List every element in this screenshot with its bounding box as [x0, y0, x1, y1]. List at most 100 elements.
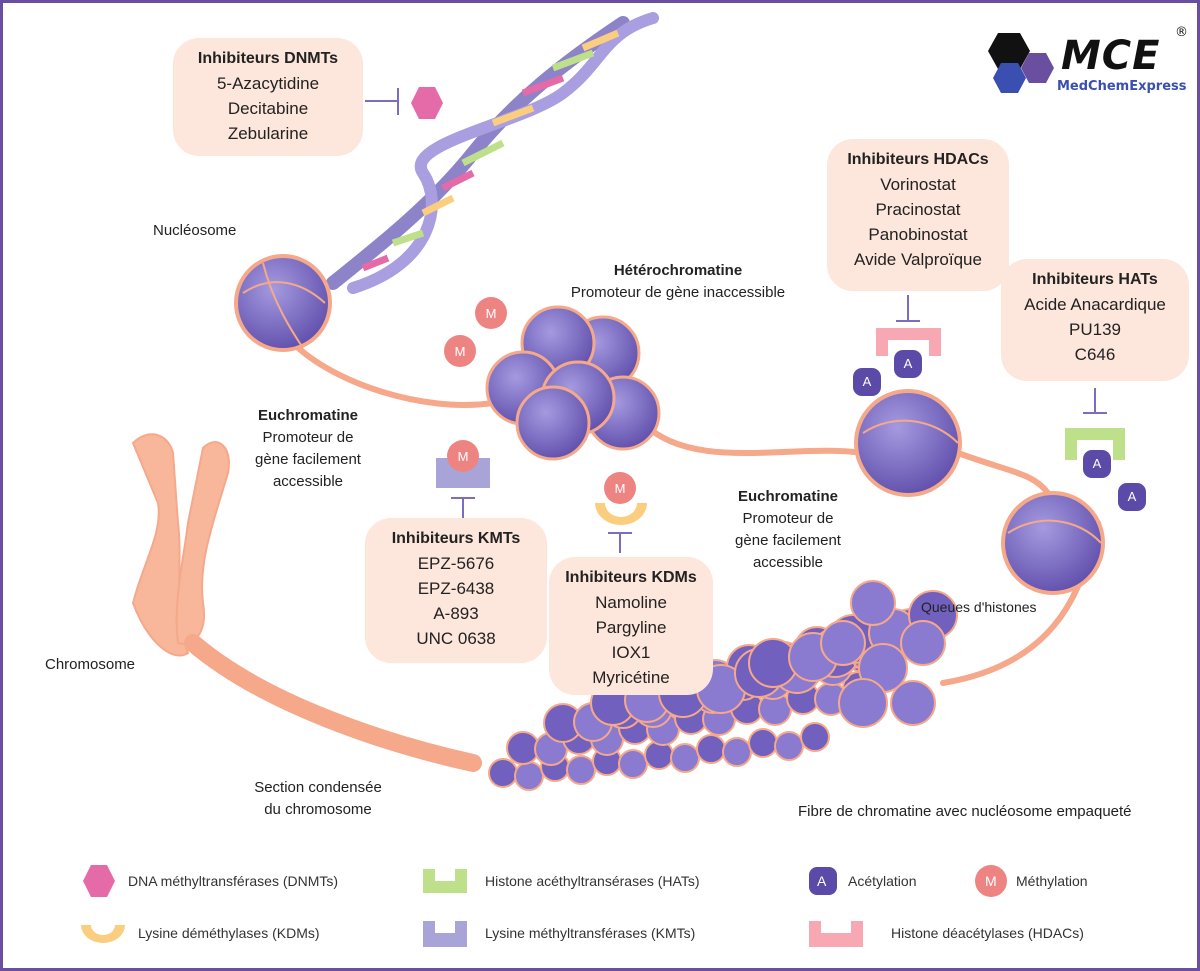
legend-dnmt-label: DNA méthyltransférases (DNMTs): [128, 873, 339, 889]
fiber-nucleosome: [514, 761, 544, 791]
legend-kdm-label: Lysine déméthylases (KDMs): [138, 925, 320, 941]
acetyl-mark-1: [853, 368, 881, 396]
hdac-inhibitor-item: Panobinostat: [868, 225, 968, 244]
euchromatin-left-label: Euchromatine Promoteur de gène facilemen…: [228, 405, 388, 493]
fiber-nucleosome: [618, 749, 648, 779]
kdm-inhibitor-item: Namoline: [595, 593, 667, 612]
kmt-inhibitors-box: Inhibiteurs KMTs EPZ-5676 EPZ-6438 A-893…: [365, 518, 547, 663]
hdac-inhibitors-title: Inhibiteurs HDACs: [847, 151, 989, 168]
hdac-enzyme-icon: [876, 328, 941, 356]
condensed-section-line: Section condensée: [254, 779, 382, 796]
kdm-enzyme-icon: [595, 503, 647, 525]
hat-inhibitors-box: Inhibiteurs HATs Acide Anacardique PU139…: [1001, 259, 1189, 381]
acetyl-letter: A: [903, 356, 913, 371]
fiber-nucleosome: [774, 731, 804, 761]
nucleosome-single: [234, 254, 332, 352]
fiber-nucleosome: [820, 620, 866, 666]
dna-helix: [326, 12, 659, 294]
acetyl-mark-4: [1118, 483, 1146, 511]
hat-inhibitor-item: Acide Anacardique: [1024, 295, 1166, 314]
kdm-inhibitors-box: Inhibiteurs KDMs Namoline Pargyline IOX1…: [549, 557, 713, 695]
acetyl-mark-2: [894, 350, 922, 378]
logo-brand: MCE: [1061, 33, 1161, 79]
acetyl-letter: A: [862, 374, 872, 389]
kdm-inhibitor-item: Myricétine: [592, 668, 670, 687]
legend-methylation-label: Méthylation: [1016, 873, 1088, 889]
hdac-inhibitor-item: Pracinostat: [875, 200, 961, 219]
kmt-enzyme-icon: [436, 458, 490, 488]
euchromatin-right-desc: gène facilement: [735, 532, 841, 549]
chromosome-strand: [184, 634, 482, 772]
logo-registered: ®: [1175, 25, 1188, 40]
euchromatin-left-title: Euchromatine: [257, 407, 359, 424]
euchromatin-left-desc: accessible: [272, 473, 344, 490]
nucleosome-hat: [1001, 491, 1105, 595]
heterochromatin-desc: Promoteur de gène inaccessible: [570, 284, 786, 301]
logo-subtitle: MedChemExpress: [1057, 79, 1187, 94]
legend-hdac-icon: [809, 921, 863, 947]
kdm-inhibitor-item: IOX1: [611, 643, 651, 662]
fiber-nucleosome: [566, 755, 596, 785]
fiber-nucleosome: [900, 620, 946, 666]
histone-tails-label: Queues d'histones: [921, 599, 1037, 615]
kmt-inhibitor-item: A-893: [433, 604, 479, 623]
chromosome-shape: [131, 433, 230, 657]
acetyl-letter: A: [1127, 489, 1137, 504]
dnmt-inhibitor-item: Decitabine: [227, 99, 309, 118]
fiber-nucleosome: [488, 758, 518, 788]
fiber-nucleosome: [722, 737, 752, 767]
dnmt-inhibitor-item: 5-Azacytidine: [216, 74, 320, 93]
methyl-letter: M: [457, 449, 469, 464]
hat-inhibitor-item: C646: [1074, 345, 1116, 364]
mce-logo-icon: [988, 33, 1054, 93]
condensed-section-line: du chromosome: [264, 801, 372, 818]
fiber-nucleosome: [890, 680, 936, 726]
chromosome-label: Chromosome: [45, 656, 136, 673]
nucleosome-acetylated: [854, 389, 962, 497]
legend-hdac-label: Histone déacétylases (HDACs): [891, 925, 1084, 941]
euchromatin-left-desc: gène facilement: [255, 451, 361, 468]
fiber-nucleosome: [800, 722, 830, 752]
inhibition-connectors: [365, 88, 1107, 553]
heterochromatin-cluster: [485, 305, 661, 461]
hat-inhibitor-item: PU139: [1069, 320, 1121, 339]
euchromatin-right-label: Euchromatine Promoteur de gène facilemen…: [708, 486, 868, 574]
legend-acetyl-icon: [809, 867, 837, 895]
hat-enzyme-icon: [1065, 428, 1125, 460]
nucleosome-label: Nucléosome: [153, 222, 237, 239]
kdm-inhibitor-item: Pargyline: [595, 618, 667, 637]
kmt-inhibitor-item: UNC 0638: [416, 629, 496, 648]
legend-acetyl-letter: A: [817, 873, 827, 889]
legend-kdm-icon: [81, 925, 125, 943]
methyl-letter: M: [454, 344, 466, 359]
kmt-inhibitor-item: EPZ-6438: [417, 579, 495, 598]
legend-kmt-label: Lysine méthyltransférases (KMTs): [485, 925, 696, 941]
condensed-section-label: Section condensée du chromosome: [243, 777, 393, 821]
euchromatin-right-desc: accessible: [752, 554, 824, 571]
methyl-mark-2: [444, 335, 476, 367]
methyl-letter: M: [614, 481, 626, 496]
legend-glyphs: [81, 865, 1007, 947]
dnmt-inhibitor-item: Zebularine: [227, 124, 309, 143]
legend-hat-label: Histone acéthyltransérases (HATs): [485, 873, 700, 889]
acetyl-letter: A: [1092, 456, 1102, 471]
euchromatin-right-title: Euchromatine: [737, 488, 839, 505]
legend-kmt-icon: [423, 921, 467, 947]
heterochromatin-label: Hétérochromatine Promoteur de gène inacc…: [543, 260, 813, 304]
chromatin-fiber-label: Fibre de chromatine avec nucléosome empa…: [798, 803, 1132, 820]
heterochromatin-title: Hétérochromatine: [613, 262, 743, 279]
legend-acetylation-label: Acétylation: [848, 873, 917, 889]
methyl-letter: M: [485, 306, 497, 321]
kdm-inhibitors-title: Inhibiteurs KDMs: [565, 569, 697, 586]
legend-methyl-icon: [975, 865, 1007, 897]
kmt-inhibitor-item: EPZ-5676: [417, 554, 495, 573]
hdac-inhibitor-item: Vorinostat: [880, 175, 956, 194]
hat-inhibitors-title: Inhibiteurs HATs: [1032, 271, 1158, 288]
euchromatin-left-desc: Promoteur de: [262, 429, 354, 446]
fiber-nucleosome: [838, 678, 888, 728]
methyl-mark-4: [604, 472, 636, 504]
legend-methyl-letter: M: [985, 873, 997, 889]
methyl-mark-1: [475, 297, 507, 329]
legend-hat-icon: [423, 869, 467, 893]
